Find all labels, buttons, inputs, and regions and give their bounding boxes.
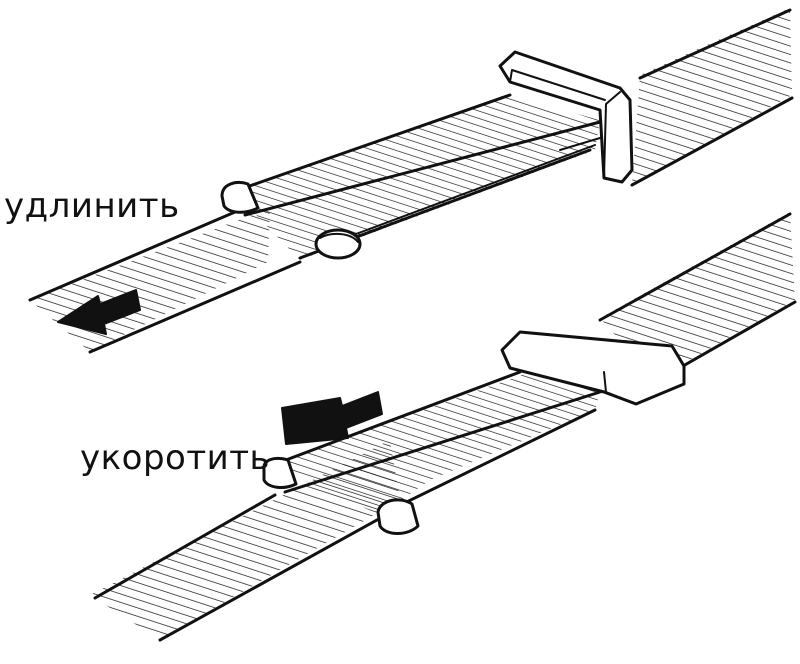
top-buckle bbox=[498, 50, 634, 184]
bottom-end-cap-left bbox=[262, 456, 298, 489]
top-folded-strap bbox=[235, 93, 602, 260]
bottom-buckle bbox=[500, 330, 686, 406]
top-slider-knob bbox=[314, 228, 362, 260]
label-shorten: укоротить bbox=[80, 438, 271, 478]
bottom-slider-knob bbox=[376, 498, 420, 535]
arrow-left-icon bbox=[281, 391, 383, 445]
arrow-left-icon bbox=[57, 289, 141, 335]
label-lengthen: удлинить bbox=[4, 186, 180, 226]
top-end-cap-left bbox=[220, 181, 260, 214]
